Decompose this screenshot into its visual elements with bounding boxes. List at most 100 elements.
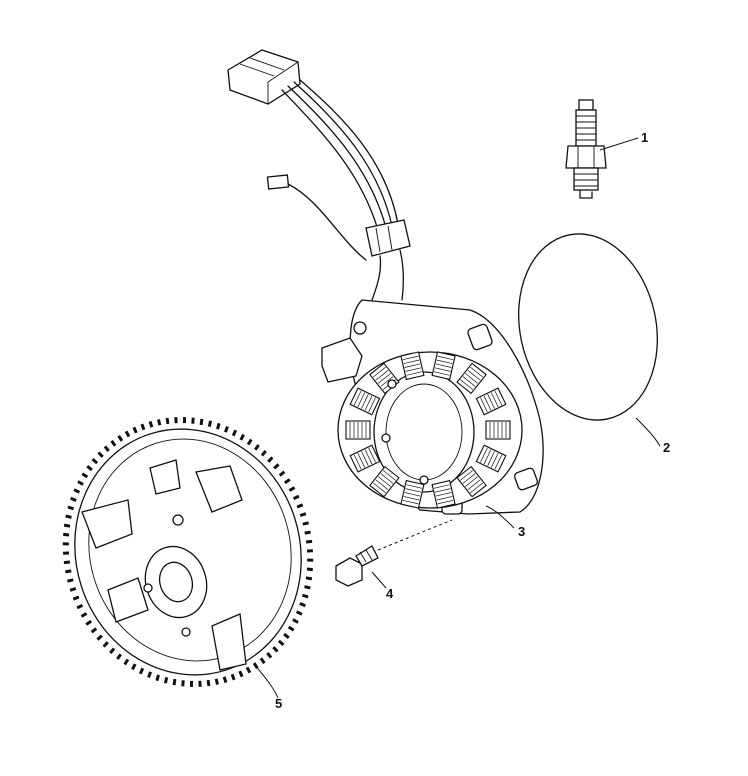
ring-gear-tooth: [123, 658, 130, 666]
ring-gear-tooth: [287, 625, 295, 632]
ring-gear-tooth: [283, 478, 291, 485]
stator-bolt: [335, 519, 453, 587]
ring-gear-tooth: [304, 530, 311, 535]
ring-gear-tooth: [305, 539, 313, 544]
stator-coil: [345, 420, 371, 440]
ring-gear-tooth: [295, 610, 303, 616]
stator-coil: [369, 465, 400, 498]
ring-gear-tooth: [63, 523, 71, 528]
ring-gear-tooth: [70, 496, 77, 502]
ring-gear-tooth: [67, 578, 74, 583]
ring-gear-tooth: [97, 451, 104, 458]
ring-gear-tooth: [85, 619, 93, 626]
ring-gear-tooth: [147, 671, 153, 679]
ring-gear-tooth: [102, 641, 109, 648]
ring-gear-tooth: [245, 666, 252, 674]
stator-coil: [456, 362, 487, 395]
ring-gear-tooth: [288, 486, 296, 492]
ring-gear-tooth: [259, 657, 266, 665]
ring-gear-tooth: [72, 595, 80, 601]
ring-gear-tooth: [222, 676, 228, 684]
ring-gear-tooth: [157, 419, 162, 426]
ring-gear-tooth: [277, 639, 285, 647]
ring-gear-tooth: [216, 422, 221, 430]
ring-gear-tooth: [67, 505, 75, 511]
ring-gear-tooth: [80, 612, 88, 618]
ring-gear-tooth: [132, 426, 138, 434]
flywheel: [62, 417, 314, 687]
ring-gear-tooth: [96, 634, 103, 641]
ring-gear-tooth: [306, 567, 313, 572]
ring-gear-tooth: [86, 465, 93, 472]
ring-gear-tooth: [103, 445, 110, 452]
stator-coil: [400, 351, 425, 381]
ring-gear-tooth: [131, 663, 137, 671]
ring-gear-tooth: [199, 418, 204, 426]
ring-gear-tooth: [109, 647, 116, 654]
stator-coil: [431, 479, 456, 509]
ring-gear-tooth: [292, 494, 300, 501]
ring-gear-tooth: [110, 439, 117, 447]
ring-gear-tooth: [260, 450, 267, 457]
ring-gear-tooth: [140, 423, 146, 431]
stator-coil: [456, 465, 487, 498]
ring-gear-tooth: [301, 593, 309, 599]
ring-gear-tooth: [138, 667, 145, 675]
ring-gear-tooth: [296, 503, 304, 509]
ring-gear-tooth: [63, 560, 71, 565]
ring-gear-tooth: [231, 429, 238, 437]
ring-gear-tooth: [223, 425, 229, 433]
ring-gear-tooth: [246, 438, 253, 446]
ring-gear-tooth: [283, 632, 290, 639]
ring-gear-tooth: [124, 430, 131, 438]
ring-gear-tooth: [77, 480, 84, 486]
spark-plug: [565, 99, 607, 199]
ring-gear-tooth: [214, 678, 219, 685]
ring-gear-tooth: [266, 652, 273, 659]
ring-gear-tooth: [278, 470, 286, 477]
ring-gear-tooth: [69, 587, 77, 592]
callout-1: 1: [641, 130, 648, 145]
stator-coil: [400, 479, 425, 509]
callout-4: 4: [386, 586, 394, 601]
callout-2: 2: [663, 440, 670, 455]
cover-gasket: [518, 233, 658, 421]
ring-gear-tooth: [304, 585, 311, 590]
ring-gear-tooth: [267, 456, 274, 463]
ring-gear-tooth: [116, 653, 123, 660]
stator-coil: [349, 444, 381, 473]
stator-coil: [475, 444, 507, 473]
ring-gear-tooth: [117, 435, 124, 442]
ring-gear-tooth: [76, 603, 84, 610]
ring-gear-tooth: [65, 569, 72, 574]
ring-gear-tooth: [305, 576, 313, 581]
ring-gear-tooth: [299, 602, 306, 608]
ring-gear-tooth: [165, 417, 170, 425]
ring-gear-tooth: [91, 457, 99, 465]
ring-gear-tooth: [65, 514, 72, 519]
stator-coil: [485, 420, 511, 440]
ring-gear-tooth: [172, 678, 177, 686]
stator-connector: [227, 49, 301, 105]
ring-gear-tooth: [253, 444, 260, 451]
ring-gear-tooth: [238, 670, 244, 678]
ring-gear-tooth: [230, 673, 236, 681]
stator-assembly: [227, 49, 544, 515]
ring-gear-tooth: [299, 512, 307, 517]
ring-gear-tooth: [273, 463, 280, 470]
ring-gear-tooth: [272, 646, 279, 653]
ring-gear-tooth: [302, 521, 309, 526]
stator-coil: [431, 351, 456, 381]
ring-gear-tooth: [207, 420, 213, 428]
ring-gear-tooth: [63, 532, 70, 537]
callout-5: 5: [275, 696, 282, 711]
ring-gear-tooth: [206, 679, 211, 687]
ring-gear-tooth: [148, 420, 154, 428]
ring-gear-tooth: [163, 676, 169, 684]
ring-gear-tooth: [73, 488, 81, 494]
ring-gear-tooth: [292, 618, 299, 624]
ring-gear-tooth: [81, 472, 89, 479]
stator-coil: [475, 387, 507, 416]
ring-gear-tooth: [90, 627, 98, 634]
